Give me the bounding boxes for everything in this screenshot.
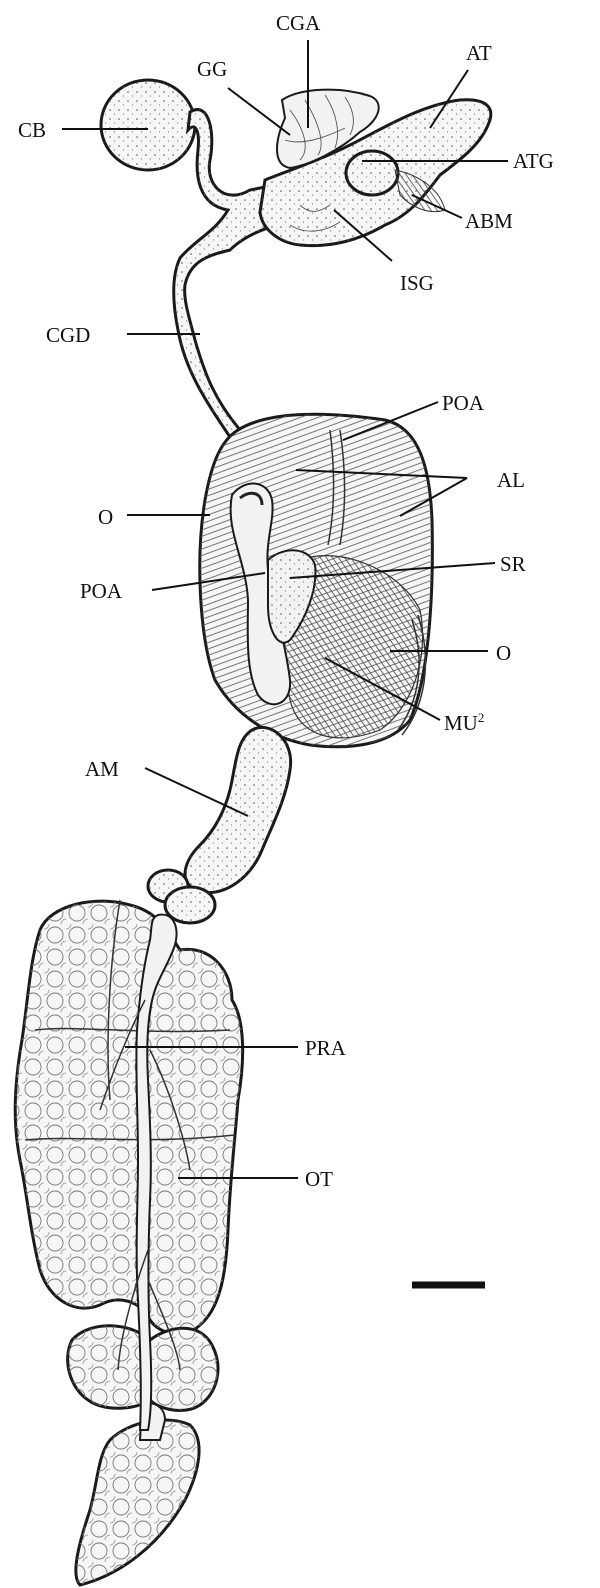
copulatory-bursa: [101, 80, 195, 170]
label-poa-upper: POA: [442, 391, 485, 415]
label-isg: ISG: [400, 271, 434, 295]
label-o-right: O: [496, 641, 511, 665]
label-at: AT: [466, 41, 492, 65]
atrium-gland: [346, 151, 398, 195]
label-sr: SR: [500, 552, 526, 576]
label-abm: ABM: [465, 209, 513, 233]
label-o-left: O: [98, 505, 113, 529]
copulatory-bursa-duct: [174, 110, 278, 440]
label-am: AM: [85, 757, 119, 781]
label-ot: OT: [305, 1167, 333, 1191]
label-al: AL: [497, 468, 525, 492]
label-cgd: CGD: [46, 323, 90, 347]
ovotestis: [15, 900, 242, 1585]
label-cga: CGA: [276, 11, 321, 35]
label-mu-superscript: 2: [478, 710, 485, 725]
label-atg: ATG: [513, 149, 554, 173]
label-mu2: MU2: [444, 710, 484, 735]
label-cb: CB: [18, 118, 46, 142]
label-gg: GG: [197, 57, 227, 81]
ampulla: [148, 727, 291, 923]
label-mu-main: MU: [444, 711, 478, 735]
label-pra: PRA: [305, 1036, 347, 1060]
label-poa-left: POA: [80, 579, 123, 603]
